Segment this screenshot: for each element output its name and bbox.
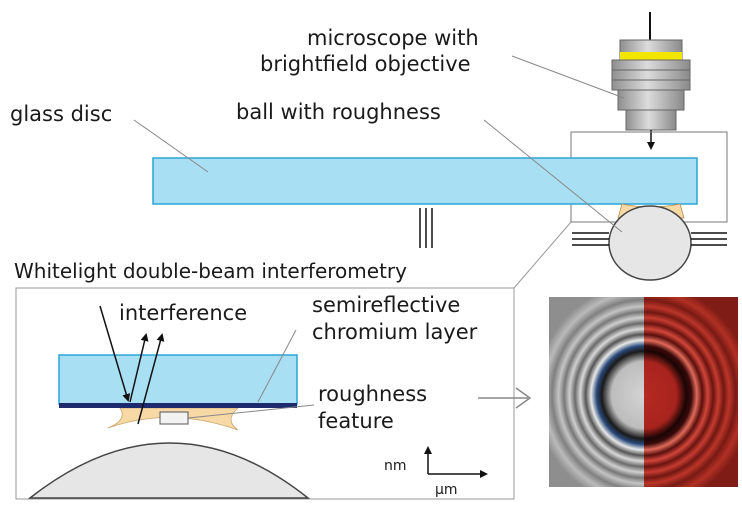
glass-disc [152,157,698,205]
semireflective-label-line1: semireflective [312,293,460,317]
detail-panel [15,287,515,500]
microscope-label-line2: brightfield objective [260,52,471,76]
semireflective-label-line2: chromium layer [312,320,478,344]
microscope-label-line1: microscope with [307,26,479,50]
zoom-line [513,221,572,289]
roughness-feature [159,411,189,425]
axis-nm-label: nm [384,458,407,474]
ball [572,203,727,281]
roughness-label-line2: feature [318,409,394,433]
axis-um-label: µm [435,482,458,498]
ball-leader [483,119,623,233]
interference-label: interference [119,301,247,325]
right-arrow-icon [478,387,532,409]
glass-disc-leader [133,119,209,173]
chromium-leader [257,329,297,403]
ball-label: ball with roughness [236,100,441,124]
microscope-leader [511,55,625,99]
interference-rays [99,305,165,425]
objective-yellow-ring [620,52,682,60]
chromium-layer [59,403,297,408]
interferogram-image [549,297,738,487]
roughness-leader [187,404,315,419]
ball-cap [27,442,311,499]
glass-disc-label: glass disc [10,102,112,126]
title-label: Whitelight double-beam interferometry [14,259,407,283]
microscope-icon [611,12,691,150]
shaft-icon [419,208,433,248]
roughness-label-line1: roughness [318,382,427,406]
axis-indicator [424,446,488,478]
